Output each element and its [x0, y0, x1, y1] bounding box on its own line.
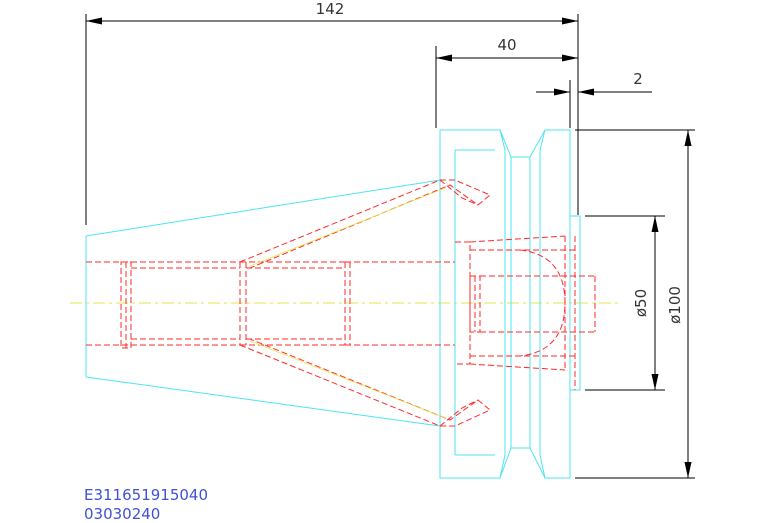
dim-overall-length: 142	[316, 0, 345, 18]
dim-flange-length: 40	[497, 36, 516, 54]
hidden-lines	[86, 179, 596, 427]
part-code-line1: E311651915040	[84, 486, 208, 504]
dimension-lines	[85, 14, 695, 479]
dim-flange-diameter: ø100	[666, 286, 684, 324]
channel-centerlines	[249, 187, 446, 419]
dim-small-offset: 2	[633, 70, 643, 88]
dim-pilot-diameter: ø50	[632, 289, 650, 317]
part-code-line2: 03030240	[84, 505, 160, 523]
part-outline	[85, 129, 581, 479]
